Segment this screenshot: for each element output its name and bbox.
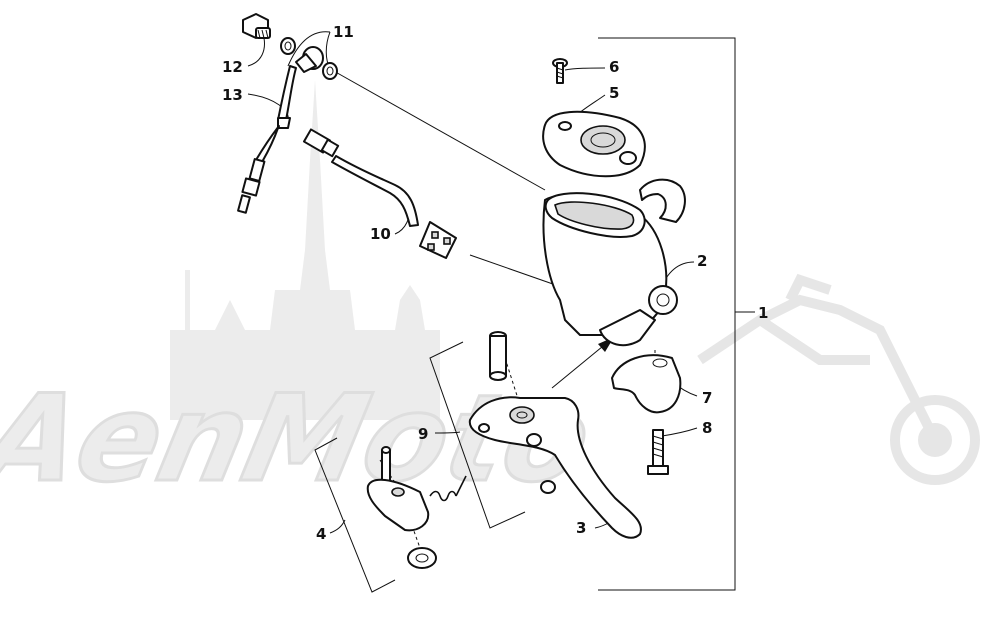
return-spring-part bbox=[429, 475, 467, 502]
callout-13: 13 bbox=[222, 86, 243, 104]
watermark-spire-silhouette bbox=[170, 80, 440, 420]
brake-lever-part bbox=[468, 396, 642, 539]
banjo-bolt-part bbox=[242, 13, 271, 39]
callout-12: 12 bbox=[222, 58, 243, 76]
callout-1: 1 bbox=[758, 304, 768, 322]
callout-11: 11 bbox=[333, 23, 354, 41]
callout-10: 10 bbox=[370, 225, 391, 243]
watermark-group: AenMoto bbox=[0, 80, 980, 510]
callout-9: 9 bbox=[418, 425, 428, 443]
reservoir-cover-part bbox=[542, 110, 646, 178]
handlebar-clamp-part bbox=[611, 354, 682, 414]
callout-8: 8 bbox=[702, 419, 712, 437]
callout-2: 2 bbox=[697, 252, 707, 270]
cover-screw-part bbox=[552, 58, 568, 84]
callout-4: 4 bbox=[316, 525, 326, 543]
watermark-motorcycle bbox=[697, 273, 980, 485]
watermark-text: AenMoto bbox=[0, 368, 603, 508]
brake-hose-part bbox=[237, 46, 324, 214]
callout-labels: 1 2 3 4 5 6 7 8 9 10 11 12 13 bbox=[222, 23, 768, 543]
master-cylinder-body-part bbox=[542, 178, 686, 347]
plunger-pin-part bbox=[381, 446, 391, 483]
crush-washer-upper bbox=[280, 37, 296, 55]
callout-5: 5 bbox=[609, 84, 619, 102]
crush-washer-lower bbox=[322, 62, 338, 80]
callout-7: 7 bbox=[702, 389, 712, 407]
circlip-part bbox=[540, 480, 556, 494]
brake-light-switch-part bbox=[302, 128, 457, 259]
lever-pivot-pin-part bbox=[489, 331, 507, 381]
callout-6: 6 bbox=[609, 58, 619, 76]
lock-washer-part bbox=[407, 547, 437, 569]
callout-3: 3 bbox=[576, 519, 586, 537]
clamp-bolt-part bbox=[647, 429, 669, 475]
plunger-housing-part bbox=[366, 478, 430, 532]
